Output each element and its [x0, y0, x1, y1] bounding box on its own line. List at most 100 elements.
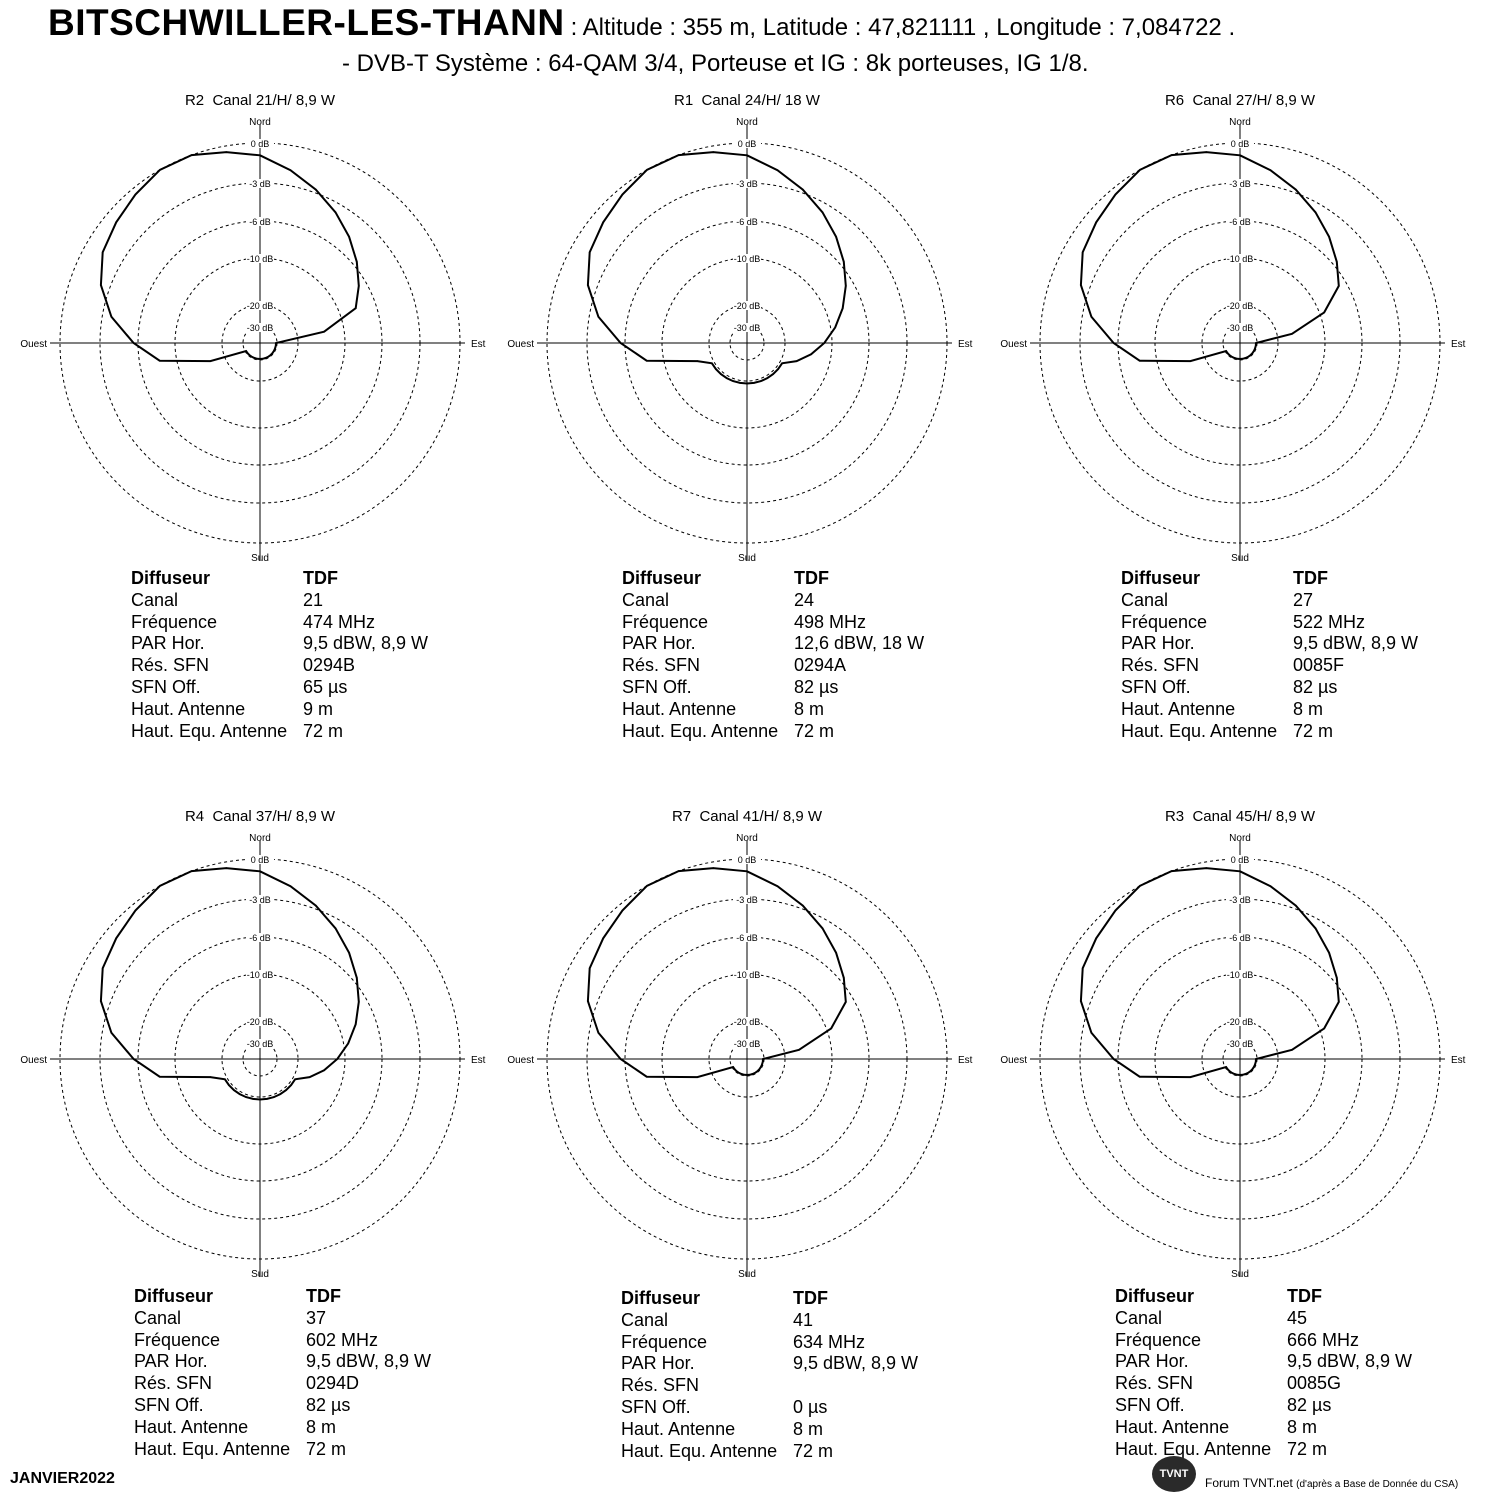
east-label: Est: [471, 1055, 486, 1066]
pattern-point: [1242, 1074, 1244, 1076]
pattern-point: [271, 352, 274, 355]
info-row: PAR Hor.9,5 dBW, 8,9 W: [1115, 1351, 1412, 1373]
info-value: 522 MHz: [1293, 611, 1366, 632]
pattern-point: [159, 169, 161, 171]
panel-title: R4 Canal 37/H/ 8,9 W: [184, 808, 336, 825]
pattern-point: [356, 261, 358, 263]
ring-label-bg: [246, 1017, 274, 1026]
pattern-point: [841, 307, 844, 309]
pattern-point: [1291, 1049, 1293, 1051]
pattern-point: [746, 1074, 748, 1076]
ring-label-bg: [733, 933, 761, 942]
info-row: Rés. SFN: [621, 1375, 918, 1397]
pattern-point: [646, 169, 648, 171]
pattern-point: [245, 1096, 247, 1098]
ring-label: -3 dB: [736, 179, 758, 189]
pattern-point: [246, 352, 249, 355]
pattern-point: [110, 1032, 113, 1034]
pattern-point: [835, 236, 837, 238]
pattern-point: [1255, 1061, 1257, 1063]
info-row: SFN Off.65 µs: [131, 677, 428, 699]
pattern-point: [619, 1058, 622, 1060]
pattern-point: [1242, 358, 1244, 360]
ring-label-bg: [733, 970, 761, 979]
pattern-point: [100, 284, 102, 286]
info-row: PAR Hor.9,5 dBW, 8,9 W: [131, 633, 428, 655]
info-label: PAR Hor.: [134, 1351, 208, 1372]
pattern-point: [835, 952, 837, 954]
info-label: PAR Hor.: [621, 1353, 695, 1374]
pattern-point: [1254, 1063, 1256, 1066]
ring-label-bg: [246, 895, 274, 904]
pattern-point: [1255, 345, 1257, 347]
ring-label: 0 dB: [251, 855, 270, 865]
ring-label: -20 dB: [247, 1017, 274, 1027]
pattern-point: [1249, 1070, 1252, 1073]
info-label: PAR Hor.: [1115, 1351, 1189, 1372]
info-label: Haut. Equ. Antenne: [1115, 1438, 1272, 1459]
pattern-point: [100, 1000, 102, 1002]
pattern-point: [1338, 1001, 1340, 1003]
pattern-point: [269, 354, 272, 357]
info-value: 8 m: [794, 698, 825, 719]
pattern-point: [1291, 333, 1293, 335]
ring-label-bg: [733, 179, 761, 188]
ring-label-bg: [246, 179, 274, 188]
south-label: Sud: [738, 1269, 756, 1280]
pattern-point: [802, 904, 804, 907]
pattern-point: [762, 1058, 764, 1060]
page-header: BITSCHWILLER-LES-THANN: Altitude : 355 m…: [48, 2, 1235, 44]
info-label: Diffuseur: [1121, 568, 1201, 588]
pattern-point: [252, 1098, 254, 1100]
pattern-point: [259, 358, 261, 360]
pattern-point: [1205, 151, 1208, 153]
info-label: Canal: [622, 589, 670, 610]
panel-title: R7 Canal 41/H/ 8,9 W: [671, 808, 823, 825]
pattern-point: [760, 380, 762, 382]
ring-label-bg: [1226, 217, 1254, 226]
info-label: Rés. SFN: [131, 655, 210, 676]
pattern-point: [273, 350, 275, 352]
info-value: 0085G: [1287, 1373, 1342, 1394]
pattern-point: [1170, 154, 1173, 156]
pattern-point: [110, 316, 113, 318]
info-value: TDF: [303, 568, 338, 588]
info-value: 9 m: [303, 698, 334, 719]
ring-label: -6 dB: [249, 217, 271, 227]
pattern-point: [588, 251, 591, 253]
pattern-point: [712, 151, 715, 153]
info-label: Diffuseur: [131, 568, 211, 588]
pattern-point: [251, 356, 253, 358]
info-value: 9,5 dBW, 8,9 W: [303, 633, 429, 654]
ring-label-bg: [246, 217, 274, 226]
pattern-point: [1328, 236, 1330, 238]
pattern-point: [587, 284, 589, 286]
ring-label-bg: [733, 217, 761, 226]
antenna-pattern: [99, 867, 360, 1101]
info-value: 9,5 dBW, 8,9 W: [1293, 633, 1419, 654]
pattern-point: [115, 221, 117, 224]
pattern-point: [1189, 360, 1192, 362]
pattern-point: [1239, 358, 1241, 360]
pattern-point: [285, 1089, 287, 1091]
ring-label-bg: [246, 855, 274, 864]
pattern-point: [1233, 1073, 1236, 1075]
west-label: Ouest: [20, 1055, 47, 1066]
info-label: Diffuseur: [134, 1286, 214, 1306]
pattern-point: [735, 1070, 738, 1073]
pattern-point: [1095, 937, 1097, 940]
pattern-point: [762, 1061, 764, 1063]
west-label: Ouest: [1000, 1055, 1027, 1066]
pattern-point: [290, 1084, 292, 1086]
west-label: Ouest: [507, 1055, 534, 1066]
info-label: Haut. Antenne: [622, 698, 737, 719]
